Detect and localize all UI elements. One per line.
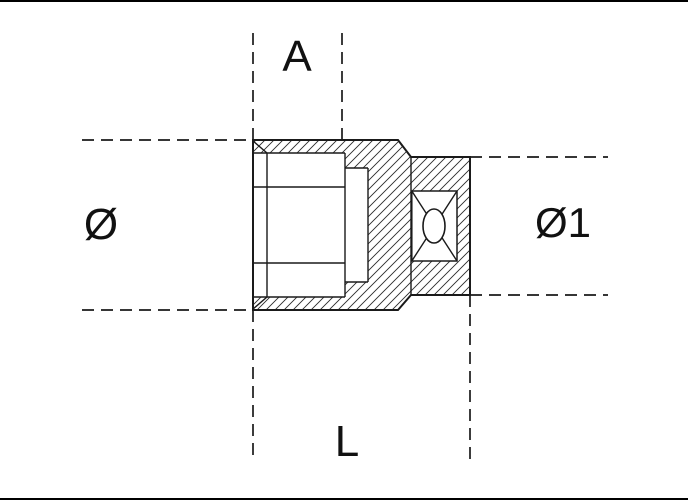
socket-cross-section bbox=[252, 139, 471, 311]
dimension-lines bbox=[82, 33, 608, 461]
dim-label-diameter: Ø bbox=[84, 200, 118, 249]
transition-bore bbox=[345, 168, 368, 282]
dim-label-a: A bbox=[282, 32, 312, 81]
dim-label-diameter1: Ø1 bbox=[535, 199, 591, 246]
hex-bore bbox=[254, 153, 345, 297]
dim-label-length: L bbox=[335, 417, 359, 466]
drive-hole-ellipse bbox=[422, 208, 446, 244]
